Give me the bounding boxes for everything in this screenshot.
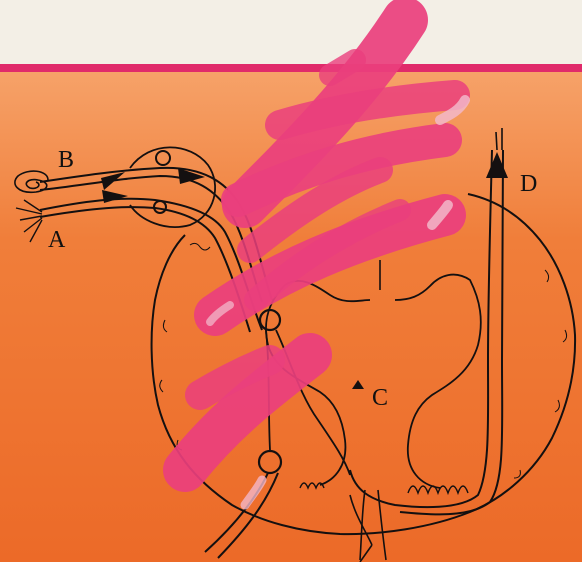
- pink-rule: [0, 64, 582, 72]
- top-band: [0, 0, 582, 66]
- label-c: C: [372, 386, 388, 410]
- label-b: B: [58, 148, 74, 172]
- label-a: A: [48, 228, 65, 252]
- label-d: D: [520, 172, 537, 196]
